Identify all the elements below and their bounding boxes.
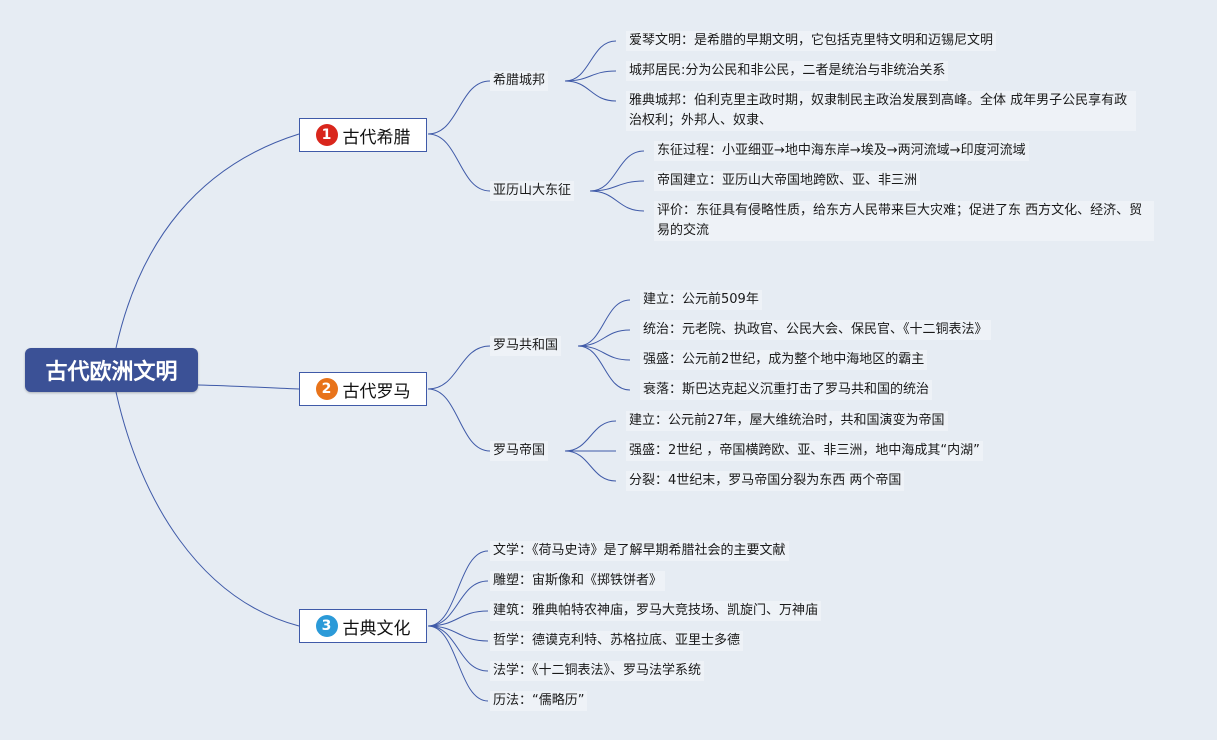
connector-citystates-leaf-2 xyxy=(564,70,617,82)
leaf-republic-governance[interactable]: 统治：元老院、执政官、公民大会、保民官、《十二铜表法》 xyxy=(640,320,991,340)
leaf-calendar[interactable]: 历法：“儒略历” xyxy=(490,691,588,711)
number-badge: 3 xyxy=(315,615,338,637)
branch-node-classical-culture[interactable]: 3 古典文化 xyxy=(299,609,427,643)
subnode-roman-republic[interactable]: 罗马共和国 xyxy=(490,336,562,356)
connector-rome-to-republic xyxy=(427,345,491,390)
connector-culture-leaf-4 xyxy=(427,625,489,642)
root-node[interactable]: 古代欧洲文明 xyxy=(25,348,198,392)
connector-root-to-culture xyxy=(115,391,300,627)
connector-culture-leaf-5 xyxy=(427,625,489,672)
connector-culture-leaf-3 xyxy=(427,610,489,627)
leaf-empire-prosperity[interactable]: 强盛：2世纪 ，帝国横跨欧、亚、非三洲，地中海成其“内湖” xyxy=(626,441,983,461)
leaf-empire-established[interactable]: 帝国建立：亚历山大帝国地跨欧、亚、非三洲 xyxy=(654,171,921,191)
subnode-roman-empire[interactable]: 罗马帝国 xyxy=(490,441,549,461)
leaf-sculpture[interactable]: 雕塑：宙斯像和《掷铁饼者》 xyxy=(490,571,666,591)
leaf-empire-founding[interactable]: 建立：公元前27年，屋大维统治时，共和国演变为帝国 xyxy=(626,411,948,431)
leaf-city-residents[interactable]: 城邦居民:分为公民和非公民，二者是统治与非统治关系 xyxy=(626,61,949,81)
leaf-literature[interactable]: 文学：《荷马史诗》是了解早期希腊社会的主要文献 xyxy=(490,541,789,561)
leaf-aegean-civilization[interactable]: 爱琴文明：是希腊的早期文明，它包括克里特文明和迈锡尼文明 xyxy=(626,31,997,51)
leaf-philosophy[interactable]: 哲学：德谟克利特、苏格拉底、亚里士多德 xyxy=(490,631,744,651)
subnode-alexander-expedition[interactable]: 亚历山大东征 xyxy=(490,181,575,201)
connector-republic-leaf-2 xyxy=(577,329,631,347)
leaf-law[interactable]: 法学：《十二铜表法》、罗马法学系统 xyxy=(490,661,705,681)
leaf-expedition-evaluation[interactable]: 评价：东征具有侵略性质，给东方人民带来巨大灾难；促进了东 西方文化、经济、贸易的… xyxy=(654,201,1154,241)
connector-alexander-leaf-2 xyxy=(589,180,645,192)
connector-empire-leaf-3 xyxy=(564,450,617,482)
connector-citystates-leaf-1 xyxy=(564,40,617,82)
connector-alexander-leaf-1 xyxy=(589,150,645,192)
connector-republic-leaf-3 xyxy=(577,345,631,361)
branch-label: 古典文化 xyxy=(342,618,411,639)
branch-label: 古代希腊 xyxy=(342,127,411,148)
branch-node-ancient-rome[interactable]: 2 古代罗马 xyxy=(299,372,427,406)
connector-culture-leaf-1 xyxy=(427,550,489,627)
leaf-expedition-process[interactable]: 东征过程：小亚细亚→地中海东岸→埃及→两河流域→印度河流域 xyxy=(654,141,1029,161)
leaf-architecture[interactable]: 建筑：雅典帕特农神庙，罗马大竞技场、凯旋门、万神庙 xyxy=(490,601,822,621)
subnode-greek-city-states[interactable]: 希腊城邦 xyxy=(490,71,549,91)
connector-culture-leaf-6 xyxy=(427,625,489,702)
connector-rome-to-empire xyxy=(427,388,491,452)
connector-empire-leaf-1 xyxy=(564,420,617,452)
leaf-republic-founding[interactable]: 建立：公元前509年 xyxy=(640,290,762,310)
leaf-republic-decline[interactable]: 衰落：斯巴达克起义沉重打击了罗马共和国的统治 xyxy=(640,380,933,400)
connector-culture-leaf-2 xyxy=(427,580,489,627)
connector-root-to-greece xyxy=(115,133,300,349)
connector-citystates-leaf-3 xyxy=(564,80,617,102)
connector-republic-leaf-1 xyxy=(577,299,631,347)
leaf-republic-prosperity[interactable]: 强盛：公元前2世纪，成为整个地中海地区的霸主 xyxy=(640,350,928,370)
number-badge: 2 xyxy=(315,378,338,400)
branch-label: 古代罗马 xyxy=(342,381,411,402)
leaf-empire-division[interactable]: 分裂：4世纪末，罗马帝国分裂为东西 两个帝国 xyxy=(626,471,905,491)
leaf-athens-city-state[interactable]: 雅典城邦：伯利克里主政时期，奴隶制民主政治发展到高峰。全体 成年男子公民享有政治… xyxy=(626,91,1136,131)
connector-root-to-rome xyxy=(197,384,300,390)
number-badge: 1 xyxy=(315,124,338,146)
branch-node-ancient-greece[interactable]: 1 古代希腊 xyxy=(299,118,427,152)
connector-alexander-leaf-3 xyxy=(589,190,645,212)
connector-republic-leaf-4 xyxy=(577,345,631,391)
connector-greece-to-citystates xyxy=(427,80,491,135)
connector-greece-to-alexander xyxy=(427,133,491,192)
